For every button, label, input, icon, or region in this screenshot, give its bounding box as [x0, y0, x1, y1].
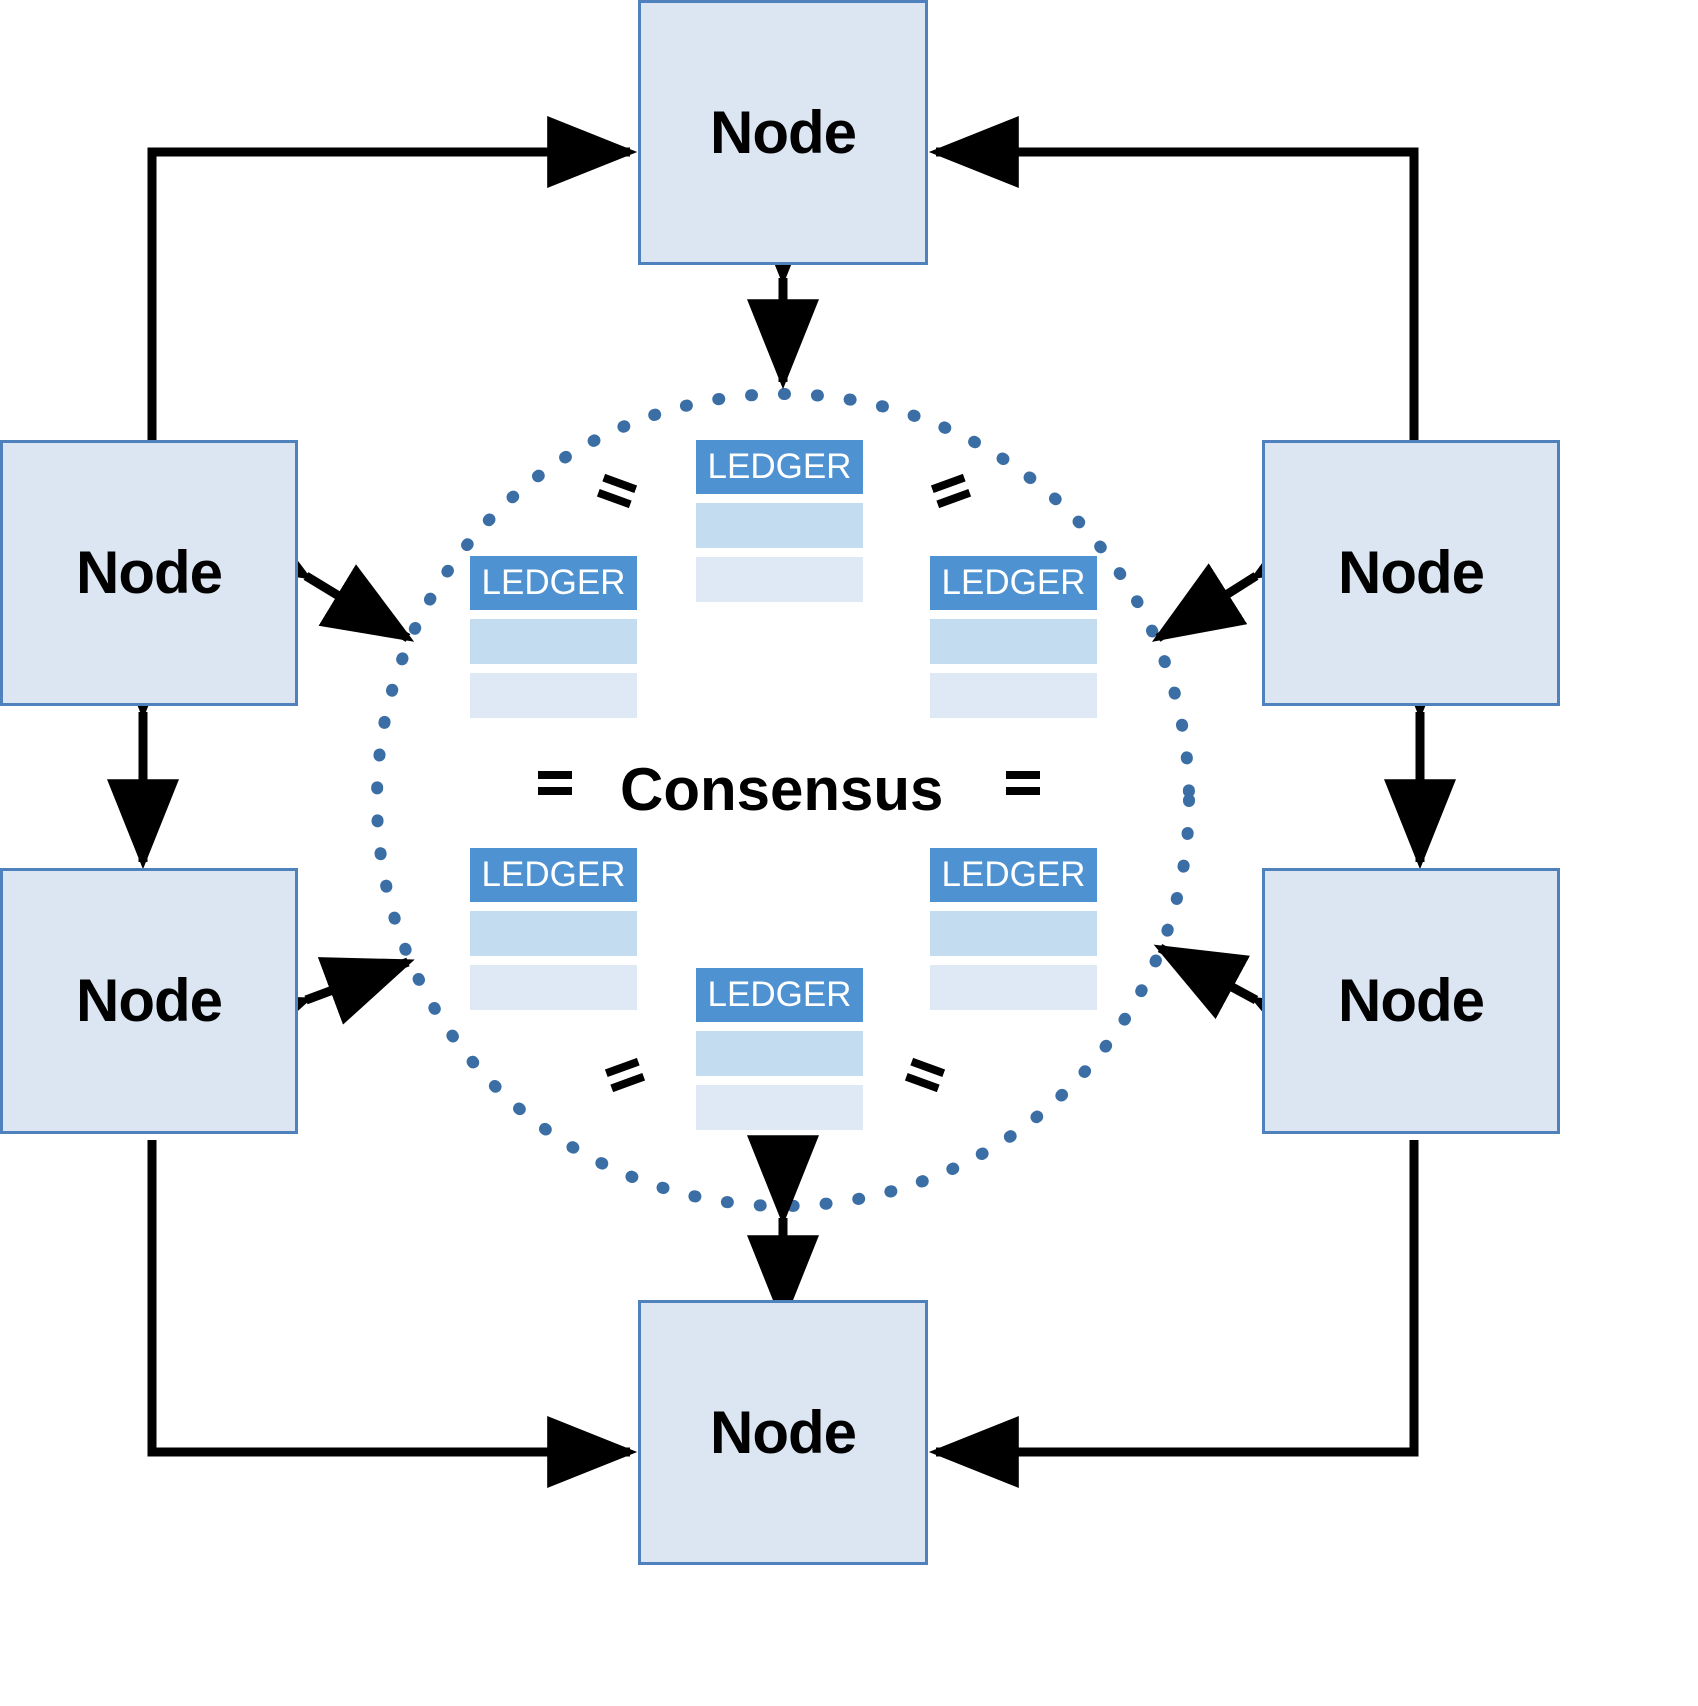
node-right-lower[interactable]: Node: [1262, 868, 1560, 1134]
arrow-outer-bottom-left: [147, 1140, 638, 1488]
equals-icon-top-left: [595, 469, 639, 513]
ledger-row: [470, 673, 637, 718]
ledger-row: [470, 619, 637, 664]
equals-icon-top-right: [929, 469, 973, 513]
equals-icon-mid-left: [538, 766, 572, 800]
ledger-header: LEDGER: [696, 440, 863, 494]
node-label: Node: [76, 539, 223, 606]
ledger-right-upper[interactable]: LEDGER: [930, 556, 1097, 718]
ledger-left-lower[interactable]: LEDGER: [470, 848, 637, 1010]
node-right-upper[interactable]: Node: [1262, 440, 1560, 706]
ledger-row: [930, 911, 1097, 956]
ledger-row: [930, 619, 1097, 664]
ledger-row: [470, 911, 637, 956]
ledger-header: LEDGER: [930, 556, 1097, 610]
ledger-left-upper[interactable]: LEDGER: [470, 556, 637, 718]
ledger-row: [696, 1085, 863, 1130]
ledger-top[interactable]: LEDGER: [696, 440, 863, 602]
arrow-outer-top-left: [147, 116, 638, 470]
arrow-left-upper-to-consensus: [216, 502, 415, 642]
arrow-right-lower-to-consensus: [1153, 944, 1346, 1072]
ledger-row: [930, 965, 1097, 1010]
node-left-lower[interactable]: Node: [0, 868, 298, 1134]
equals-icon-mid-right: [1006, 766, 1040, 800]
ledger-header: LEDGER: [930, 848, 1097, 902]
node-top[interactable]: Node: [638, 0, 928, 265]
consensus-label: Consensus: [620, 756, 944, 823]
equals-icon-bottom-left: [603, 1053, 647, 1097]
node-left-upper[interactable]: Node: [0, 440, 298, 706]
node-bottom[interactable]: Node: [638, 1300, 928, 1565]
ledger-bottom[interactable]: LEDGER: [696, 968, 863, 1130]
arrow-right-upper-to-consensus: [1151, 501, 1346, 642]
node-label: Node: [710, 98, 857, 166]
node-label: Node: [76, 967, 223, 1034]
ledger-header: LEDGER: [470, 556, 637, 610]
ledger-row: [470, 965, 637, 1010]
ledger-header: LEDGER: [696, 968, 863, 1022]
arrow-left-lower-to-consensus: [215, 957, 415, 1063]
equals-icon-bottom-right: [903, 1053, 947, 1097]
ledger-row: [696, 503, 863, 548]
ledger-right-lower[interactable]: LEDGER: [930, 848, 1097, 1010]
ledger-row: [696, 557, 863, 602]
node-label: Node: [1338, 967, 1485, 1034]
ledger-row: [696, 1031, 863, 1076]
arrow-outer-bottom-right: [928, 1140, 1419, 1488]
ledger-row: [930, 673, 1097, 718]
arrow-outer-top-right: [928, 116, 1419, 470]
node-label: Node: [1338, 539, 1485, 606]
node-label: Node: [710, 1398, 857, 1466]
ledger-header: LEDGER: [470, 848, 637, 902]
